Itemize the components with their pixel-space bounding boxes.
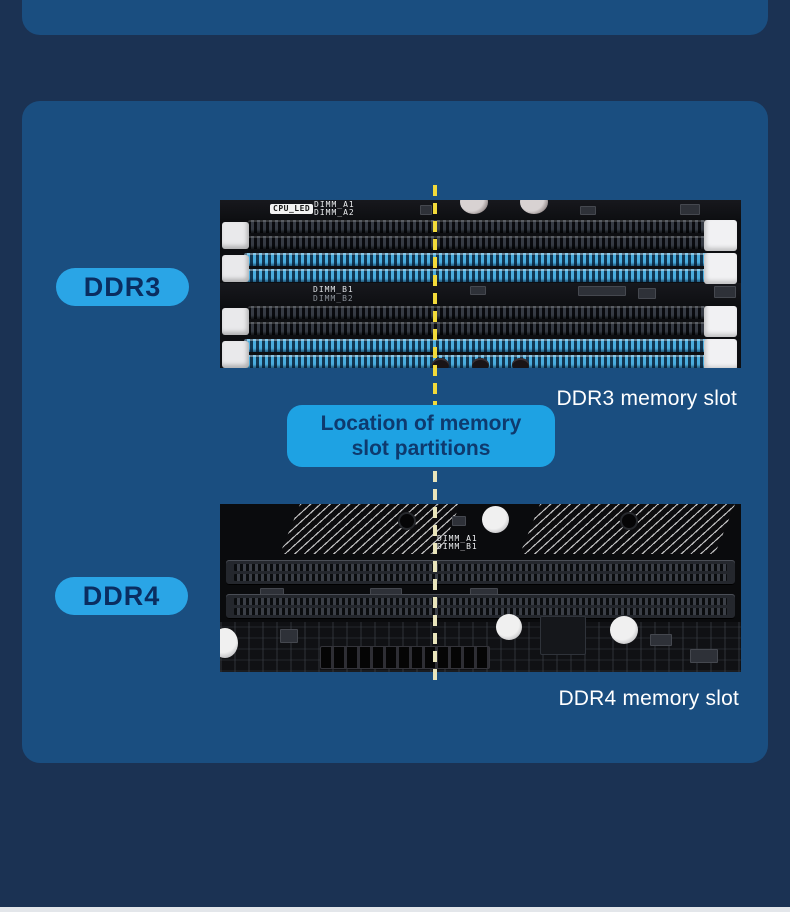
capacitor <box>460 200 488 214</box>
capacitor <box>610 616 638 644</box>
smd-component <box>452 516 466 526</box>
ddr4-dimm-slot <box>226 594 735 619</box>
ddr3-slots-photo: CPU_LED DIMM_A1 DIMM_A2 DIMM_B1 DIMM_B2 <box>220 200 741 368</box>
capacitor <box>520 200 548 214</box>
ddr4-caption: DDR4 memory slot <box>558 687 739 710</box>
ddr3-badge: DDR3 <box>56 268 189 306</box>
capacitor <box>482 506 509 533</box>
slot-latch <box>704 220 737 251</box>
dimm-slot-row <box>248 322 708 335</box>
capacitor <box>472 358 489 368</box>
slot-pin-row <box>234 564 727 571</box>
slot-latch <box>222 222 249 249</box>
dimm-labels: DIMM_A1 DIMM_B1 <box>437 535 478 551</box>
slot-latch <box>222 308 249 335</box>
smd-component <box>714 286 736 298</box>
chipset <box>540 616 586 655</box>
slot-pin-row <box>234 598 727 605</box>
smd-component <box>638 288 656 299</box>
smd-component <box>420 205 432 215</box>
cpu-led-label: CPU_LED <box>270 204 314 214</box>
smd-component <box>690 649 718 663</box>
smd-component <box>260 588 284 595</box>
dimm-b-labels: DIMM_B1 DIMM_B2 <box>313 285 354 303</box>
smd-component <box>650 634 672 646</box>
smd-component <box>680 204 700 215</box>
slot-pin-row <box>234 608 727 615</box>
capacitor <box>220 628 238 658</box>
capacitor <box>432 358 449 368</box>
slot-latch <box>222 255 249 282</box>
slot-latch <box>222 341 249 368</box>
smd-component <box>470 588 498 595</box>
dimm-slot-row <box>248 306 708 319</box>
callout-box: Location of memory slot partitions <box>287 405 555 467</box>
slot-latch <box>704 306 737 337</box>
smd-component <box>580 206 596 215</box>
dimm-b2-label: DIMM_B2 <box>313 294 354 303</box>
smd-component <box>370 588 402 595</box>
callout-line2: slot partitions <box>351 437 491 460</box>
dimm-slot-row <box>244 253 712 266</box>
ddr4-slots-photo: DIMM_A1 DIMM_B1 <box>220 504 741 672</box>
screw-hole <box>398 512 416 530</box>
ddr3-partition-dash-line <box>433 185 437 406</box>
dimm-slot-row <box>244 339 712 352</box>
dimm-a1-label: DIMM_A1 <box>437 534 478 543</box>
dimm-a1-label: DIMM_A1 <box>314 200 355 209</box>
dimm-slot-row <box>244 269 712 282</box>
slot-latch <box>704 339 737 368</box>
capacitor <box>512 358 529 368</box>
ddr4-badge-label: DDR4 <box>82 580 161 611</box>
slot-latch <box>704 253 737 284</box>
ddr4-partition-dash-line <box>433 471 437 684</box>
dimm-b1-label: DIMM_B1 <box>313 285 354 294</box>
bottom-edge-strip <box>0 907 790 912</box>
ddr3-caption: DDR3 memory slot <box>556 387 737 410</box>
ddr3-badge-label: DDR3 <box>83 271 162 302</box>
smd-component <box>578 286 626 296</box>
dimm-b1-label: DIMM_B1 <box>437 542 478 551</box>
ddr4-dimm-slot <box>226 560 735 585</box>
top-panel <box>22 0 768 35</box>
dimm-a-labels: DIMM_A1 DIMM_A2 <box>314 201 355 217</box>
screw-hole <box>620 512 638 530</box>
atx-power-connector <box>320 646 490 669</box>
dimm-a2-label: DIMM_A2 <box>314 208 355 217</box>
smd-component <box>280 629 298 643</box>
slot-pin-row <box>234 574 727 581</box>
ddr4-badge: DDR4 <box>55 577 188 615</box>
capacitor <box>496 614 522 640</box>
smd-component <box>470 286 486 295</box>
dimm-slot-row <box>248 236 708 249</box>
callout-line1: Location of memory <box>320 412 522 435</box>
dimm-slot-row <box>248 220 708 233</box>
